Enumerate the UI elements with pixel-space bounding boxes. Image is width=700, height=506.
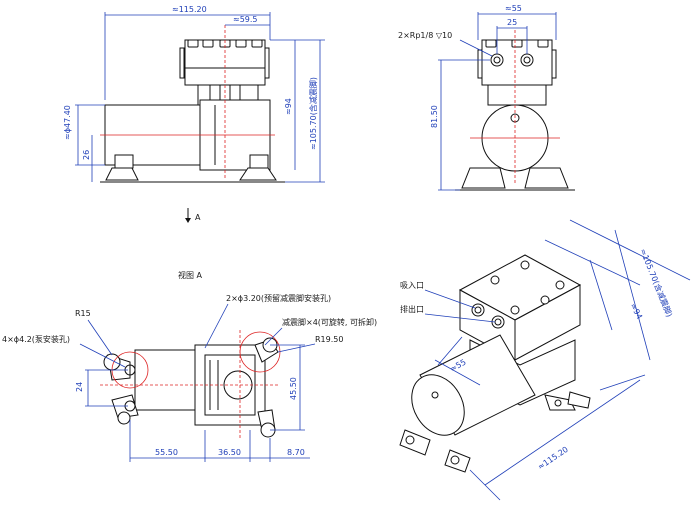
front-view: ≈55 25 2×Rp1/8 ▽10 81.50 (398, 4, 575, 191)
side-view: ≈115.20 ≈59.5 ≈ϕ47.40 26 ≈94 ≈105.70(含减震… (63, 5, 325, 183)
view-arrow-a: A (185, 208, 201, 223)
iso-dim-total-height: ≈105.70(含减震脚) (638, 247, 675, 318)
iso-head-bolts (490, 260, 565, 315)
front-foot-left (461, 167, 506, 189)
dim-c: 8.70 (287, 448, 305, 457)
dim-mount-height: 45.50 (289, 377, 298, 400)
foot-left (105, 167, 139, 181)
iso-foot-1 (399, 429, 431, 456)
dim-head-width: ≈59.5 (233, 15, 258, 24)
inlet-label: 吸入口 (400, 281, 424, 290)
bottom-view: 视图 A R15 4×ϕ4.2(泵安装孔) 2×ϕ3.20(预留减震脚安装孔) … (2, 270, 377, 462)
iso-dim-body-height: ≈94 (628, 302, 644, 321)
iso-foot-4 (567, 391, 591, 409)
dim-diameter: ≈ϕ47.40 (63, 105, 72, 140)
front-foot-right (524, 167, 569, 189)
view-arrow-label: A (195, 213, 201, 222)
dim-overall-width: ≈115.20 (172, 5, 207, 14)
dim-body-height: ≈94 (284, 98, 293, 115)
dim-hole-spacing: 24 (75, 382, 84, 392)
damper-spec-label: 减震脚×4(可旋转, 可拆卸) (282, 317, 377, 327)
dim-base-height: 26 (82, 150, 91, 160)
hole-spec-label: 4×ϕ4.2(泵安装孔) (2, 334, 70, 344)
view-title: 视图 A (178, 270, 203, 280)
dim-a: 55.50 (155, 448, 178, 457)
iso-inlet-port (471, 303, 485, 317)
iso-head-side (514, 284, 581, 361)
outlet-label: 排出口 (400, 304, 424, 314)
radius-damper-label: R19.50 (315, 335, 343, 344)
dim-port-spacing: 25 (507, 18, 517, 27)
screw-spec-label: 2×ϕ3.20(预留减震脚安装孔) (226, 293, 331, 303)
dim-center-height: 81.50 (430, 105, 439, 128)
head-bolts (187, 39, 263, 48)
dim-front-width: ≈55 (505, 4, 522, 13)
isometric-view: 吸入口 排出口 ≈55 ≈94 ≈105.70(含减震脚) ≈115.20 (399, 219, 691, 501)
radius-foot-label: R15 (75, 309, 91, 318)
dim-total-height: ≈105.70(含减震脚) (308, 77, 318, 150)
port-spec-label: 2×Rp1/8 ▽10 (398, 31, 452, 40)
iso-motor-end (411, 374, 465, 436)
iso-dim-overall-length: ≈115.20 (536, 445, 570, 472)
dim-b: 36.50 (218, 448, 241, 457)
